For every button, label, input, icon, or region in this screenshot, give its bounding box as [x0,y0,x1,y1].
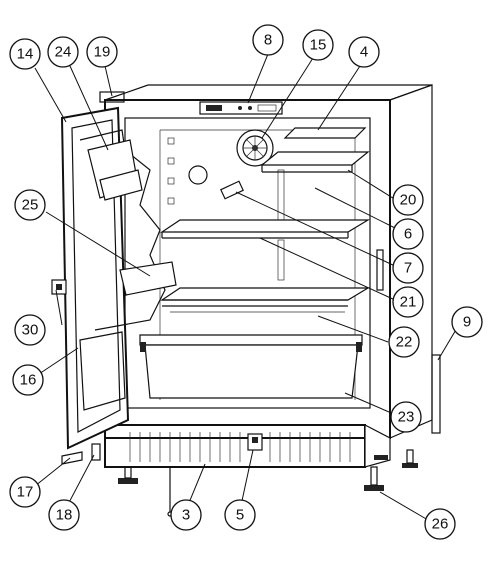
svg-text:22: 22 [396,334,413,351]
svg-text:7: 7 [404,260,412,277]
svg-text:16: 16 [20,372,37,389]
sensor [220,180,244,200]
callout-25: 25 [14,189,46,221]
callout-17: 17 [9,476,41,508]
callout-15: 15 [302,29,334,61]
fan-icon [236,129,274,167]
interior-light [188,165,208,185]
callout-21: 21 [392,286,424,318]
callout-24: 24 [47,36,79,68]
rear-bracket [431,354,441,434]
svg-text:6: 6 [404,226,412,243]
svg-text:21: 21 [400,294,417,311]
svg-text:3: 3 [182,507,190,524]
bottom-grille [104,424,366,468]
hinge-pin [91,443,101,461]
svg-text:20: 20 [400,192,417,209]
callout-9: 9 [451,306,483,338]
svg-text:15: 15 [310,37,327,54]
cabinet-body [99,84,441,517]
svg-text:26: 26 [432,516,449,533]
foot-right-rear [402,463,418,468]
callout-22: 22 [388,326,420,358]
svg-text:25: 25 [22,197,39,214]
callout-23: 23 [390,401,422,433]
callout-5: 5 [224,499,256,531]
svg-text:18: 18 [56,507,73,524]
callout-16: 16 [12,364,44,396]
foot-left-front [118,478,138,484]
side-handle [376,249,384,291]
callout-18: 18 [48,499,80,531]
svg-text:19: 19 [94,44,111,61]
foot-right-front [364,485,384,491]
svg-text:5: 5 [236,507,244,524]
door-bin-lower [119,261,177,296]
callout-8: 8 [252,24,284,56]
svg-text:17: 17 [17,484,34,501]
callout-26: 26 [424,508,456,540]
door [51,106,177,465]
callout-20: 20 [392,184,424,216]
callout-30: 30 [14,314,46,346]
callout-6: 6 [392,218,424,250]
callout-3: 3 [170,499,202,531]
crisper-drawer [144,344,359,399]
top-hinge [99,91,125,103]
callout-14: 14 [9,38,41,70]
callout-19: 19 [86,36,118,68]
svg-text:8: 8 [264,32,272,49]
svg-text:30: 30 [22,322,39,339]
svg-text:23: 23 [398,409,415,426]
svg-text:9: 9 [463,314,471,331]
svg-text:4: 4 [360,44,368,61]
wire-shelf [160,287,371,301]
glass-shelf [160,219,371,233]
svg-text:14: 14 [17,46,34,63]
control-panel [199,101,283,115]
callout-4: 4 [348,36,380,68]
svg-text:24: 24 [55,44,72,61]
callout-7: 7 [392,252,424,284]
